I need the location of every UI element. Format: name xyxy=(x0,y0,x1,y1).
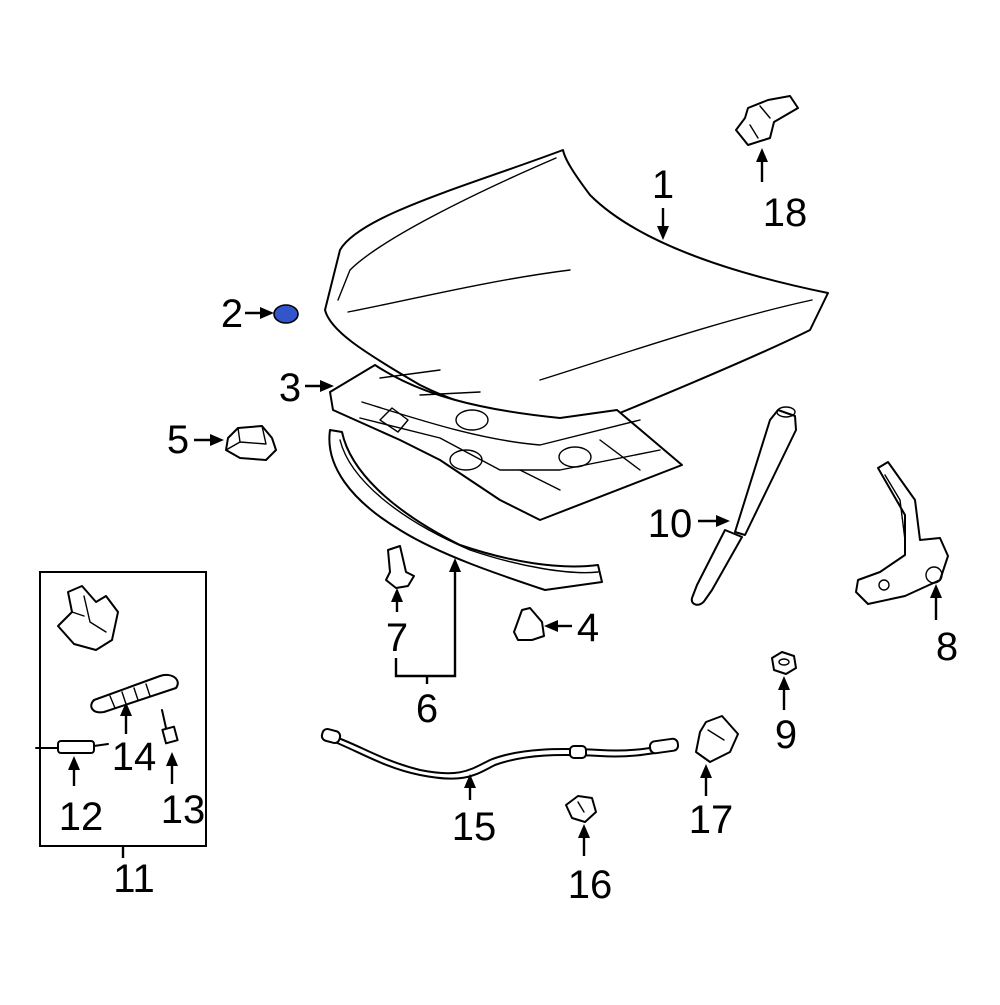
callout-12: 12 xyxy=(59,795,104,839)
hood-hinge[interactable] xyxy=(855,461,949,605)
callout-11: 11 xyxy=(113,857,155,901)
callout-15: 15 xyxy=(452,805,497,849)
callout-7: 7 xyxy=(386,616,408,660)
release-cable[interactable] xyxy=(320,727,680,780)
retainer-clip[interactable] xyxy=(513,607,545,641)
latch-body[interactable] xyxy=(57,585,119,651)
lift-support-strut[interactable] xyxy=(690,406,797,606)
callout-13: 13 xyxy=(161,788,206,832)
callout-3: 3 xyxy=(279,366,301,410)
latch-spring[interactable] xyxy=(161,709,179,745)
emblem-clip[interactable] xyxy=(273,304,299,324)
callout-5: 5 xyxy=(167,418,189,462)
callout-9: 9 xyxy=(775,713,797,757)
striker-plate[interactable] xyxy=(90,674,179,714)
hood-insulator[interactable] xyxy=(329,364,683,521)
leaders xyxy=(68,148,942,858)
callout-4: 4 xyxy=(577,606,599,650)
seal-clip[interactable] xyxy=(385,545,415,589)
callout-1: 1 xyxy=(652,163,674,207)
callout-labels: 1 2 3 4 5 6 7 8 9 10 11 12 13 14 15 16 1… xyxy=(59,163,958,907)
support-bracket[interactable] xyxy=(735,95,799,146)
release-handle[interactable] xyxy=(695,715,739,763)
callout-17: 17 xyxy=(689,798,734,842)
callout-6: 6 xyxy=(416,687,438,731)
callout-10: 10 xyxy=(648,502,693,546)
callout-2: 2 xyxy=(221,292,243,336)
latch-switch[interactable] xyxy=(35,740,109,754)
hood-panel[interactable] xyxy=(324,149,829,420)
hood-bumper[interactable] xyxy=(225,425,277,461)
callout-8: 8 xyxy=(936,625,958,669)
callout-18: 18 xyxy=(763,191,808,235)
hood-seal[interactable] xyxy=(328,429,603,591)
callout-16: 16 xyxy=(568,863,613,907)
cable-clip[interactable] xyxy=(565,795,597,823)
callout-14: 14 xyxy=(112,735,157,779)
hex-nut[interactable] xyxy=(771,651,797,675)
